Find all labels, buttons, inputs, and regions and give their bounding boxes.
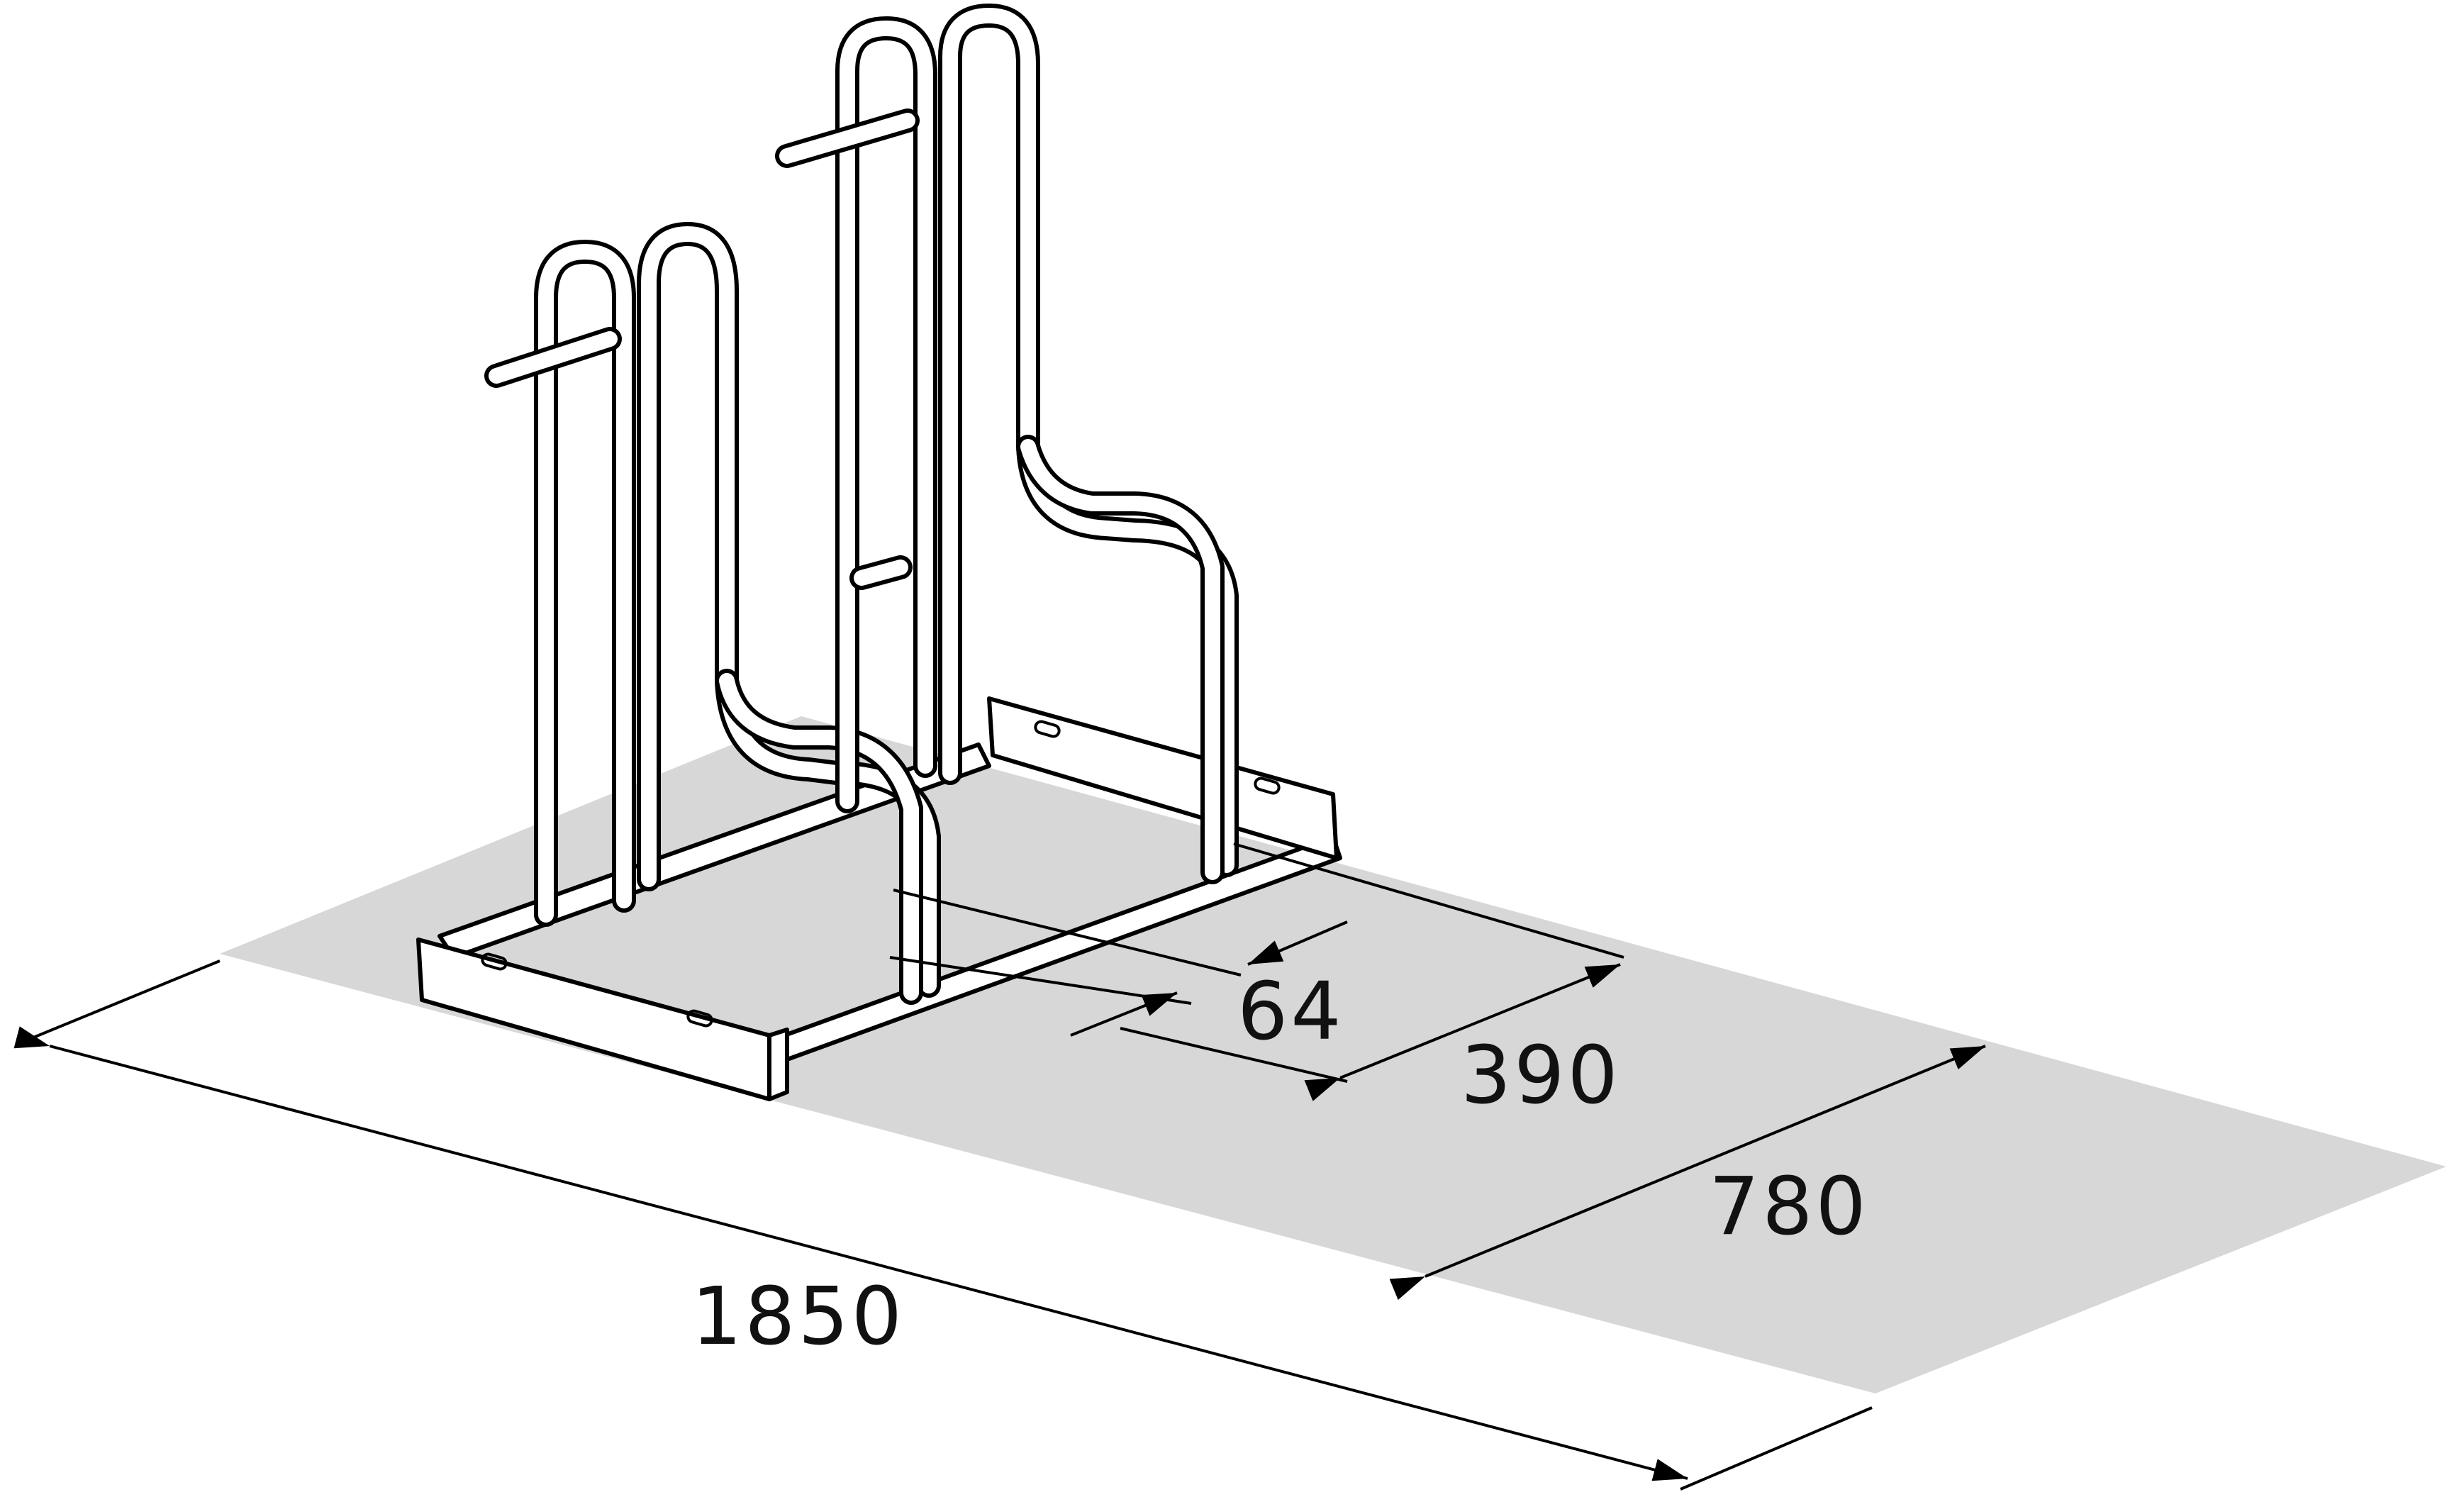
bike-holder-left <box>484 222 941 1005</box>
dimension-label-depth: 780 <box>1709 1161 1869 1253</box>
bike-holder-right <box>775 4 1239 884</box>
dimension-label-length: 1850 <box>691 1271 905 1363</box>
dimension-label-spacing: 390 <box>1461 1030 1621 1122</box>
dimension-lines <box>13 842 1986 1491</box>
dimension-label-tube-gap: 64 <box>1237 966 1344 1058</box>
